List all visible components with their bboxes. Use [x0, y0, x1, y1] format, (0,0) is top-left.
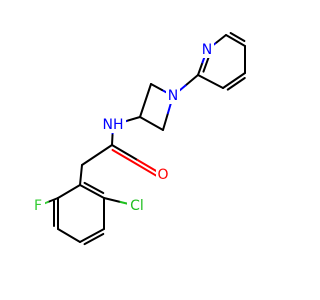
azetidine-nitrogen-label: N: [168, 88, 178, 104]
bond-py-n-c6-b: [215, 34, 227, 44]
bond-ar6-ar1: [57, 184, 81, 199]
bond-carbonyl-c-ch2: [81, 144, 113, 166]
bond-py-c2-n-a: [197, 61, 204, 76]
bond-azetidine-n-c2-b: [150, 83, 163, 91]
bond-aryl-chlorine-a: [103, 197, 122, 203]
bond-py-c3-c2: [197, 74, 224, 89]
bond-azetidine-c3-nh-a: [125, 116, 141, 122]
bond-carbonyl-c-o-a: [111, 144, 139, 161]
bond-azetidine-c4-n-a: [162, 112, 169, 131]
fluorine-label: F: [34, 198, 42, 214]
atom-label-layer: N N NH O F Cl: [31, 42, 214, 214]
amide-nh-label: NH: [103, 117, 124, 133]
bond-py-c6-c5-double: [229, 32, 246, 43]
pyridine-nitrogen: N: [200, 42, 214, 58]
bond-ar3-ar4-double: [83, 232, 105, 246]
bond-ar3-ar4: [79, 228, 105, 243]
amide-nh: NH: [103, 117, 126, 133]
carbonyl-oxygen: O: [156, 167, 170, 183]
carbonyl-oxygen-label: O: [157, 167, 168, 183]
bond-azetidine-c2-c3: [139, 83, 152, 118]
azetidine-nitrogen: N: [166, 88, 180, 104]
bond-py-c4-c3: [222, 72, 246, 89]
molecule-structure: N N NH O F Cl: [31, 32, 246, 246]
bond-ch2-aryl: [79, 164, 83, 186]
bond-carbonyl-c-o-double: [111, 148, 160, 178]
chlorine-label: Cl: [130, 198, 144, 214]
pyridine-nitrogen-label: N: [202, 42, 212, 58]
bond-azetidine-c3-c4: [139, 116, 164, 131]
chlorine-atom: Cl: [127, 198, 147, 214]
bond-py-c6-c5: [225, 34, 246, 47]
fluorine-atom: F: [31, 198, 45, 214]
bond-aryl-fluorine-a: [47, 197, 59, 203]
bond-ar4-ar5: [57, 228, 81, 243]
bond-nh-carbonyl-c-b: [111, 134, 114, 146]
bond-py-c2-n-double: [202, 55, 211, 73]
bond-py-c4-c3-double: [226, 76, 246, 91]
bond-ar1-ar2-double: [83, 181, 105, 195]
molecule-canvas: N N NH O F Cl: [31, 32, 246, 246]
bond-py-c2-azetidine-n-a: [184, 74, 199, 87]
bond-ar1-ar2: [79, 184, 105, 199]
